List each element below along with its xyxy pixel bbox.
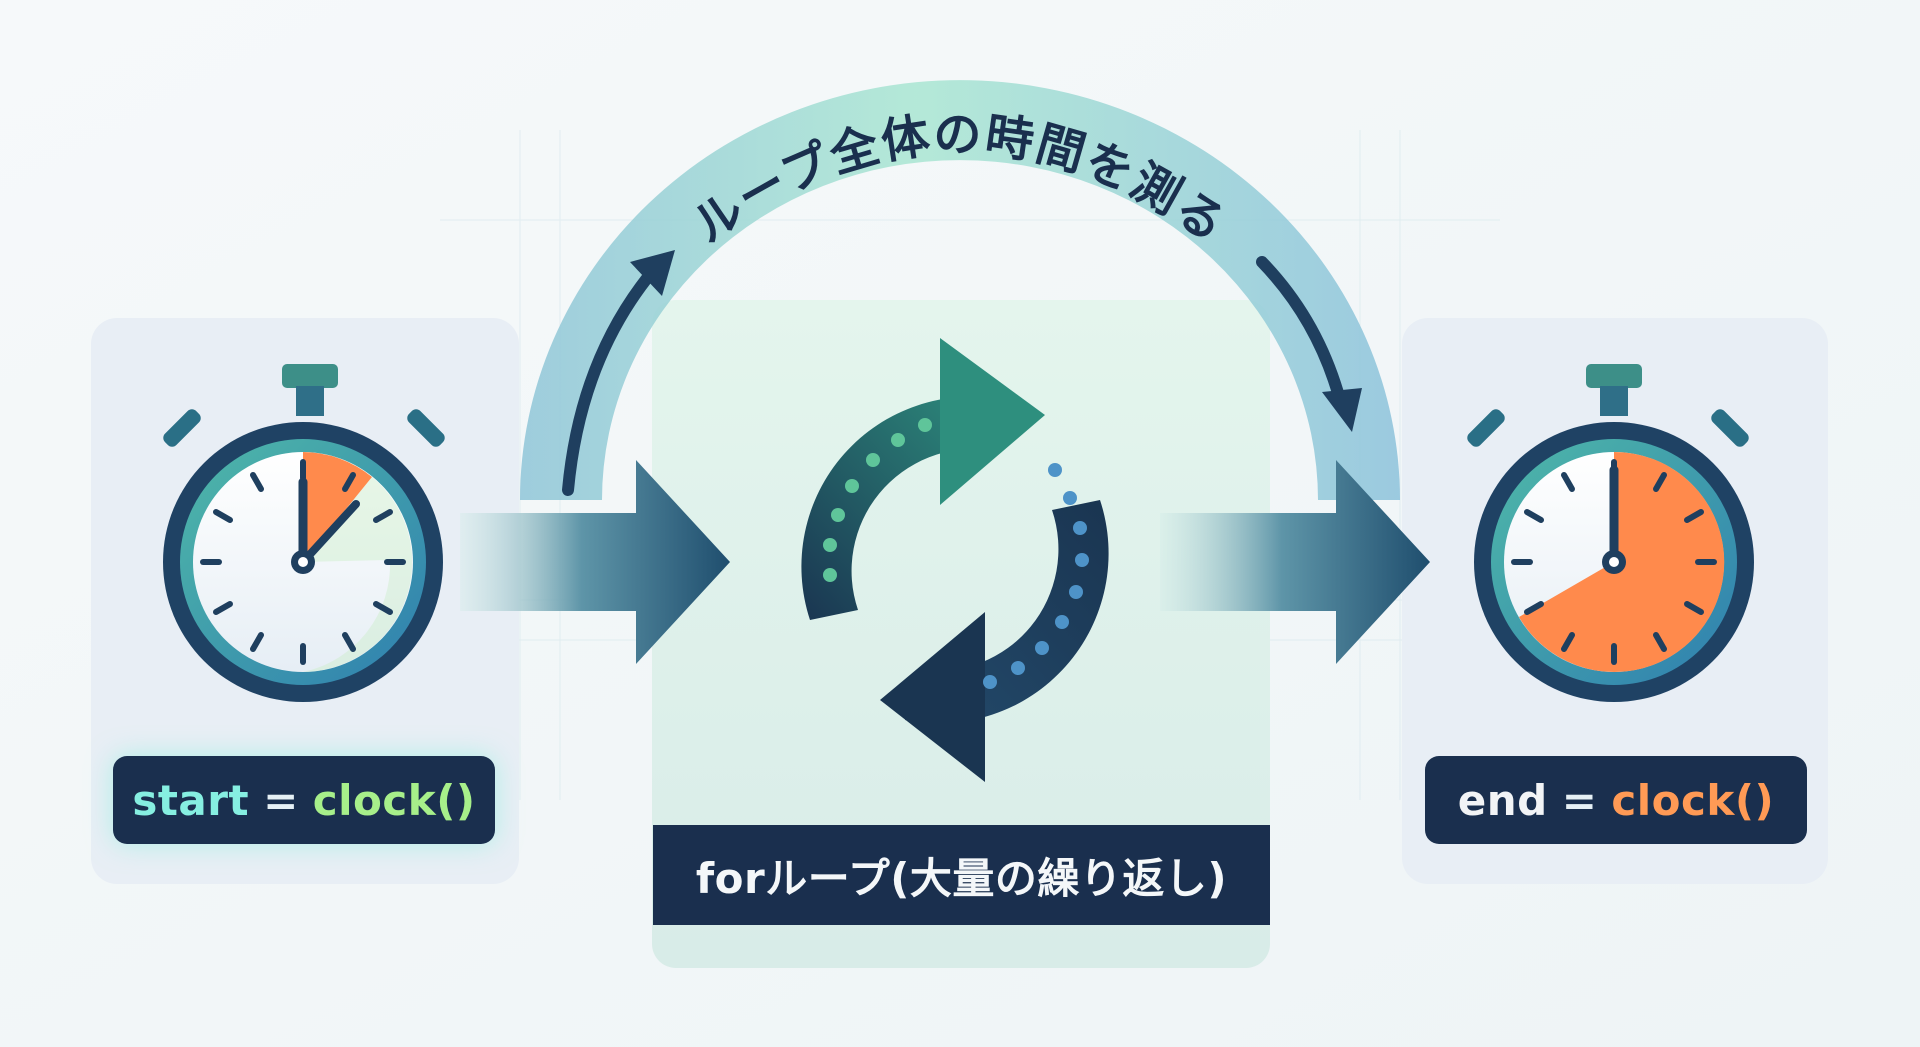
arc-arrow-right-icon: [1256, 256, 1362, 432]
stopwatch-start-icon: [163, 364, 445, 702]
start-clock-label: start = clock(): [113, 756, 495, 844]
end-clock-label: end = clock(): [1425, 756, 1807, 844]
loop-label: forループ(大量の繰り返し): [653, 825, 1270, 925]
end-clock-call: clock(): [1611, 775, 1775, 825]
measure-arc: [520, 80, 1400, 500]
start-clock-call: clock(): [312, 775, 476, 825]
stopwatch-end-icon: [1467, 364, 1754, 702]
start-variable: start: [132, 775, 250, 825]
arc-arrow-left-icon: [562, 250, 675, 496]
flow-arrow-left: [460, 460, 730, 664]
start-assign-operator: =: [263, 775, 299, 825]
loop-cycle-icon: [801, 338, 1109, 782]
flow-arrow-right: [1160, 460, 1430, 664]
end-assign-operator: =: [1561, 775, 1598, 825]
end-variable: end: [1457, 775, 1548, 825]
